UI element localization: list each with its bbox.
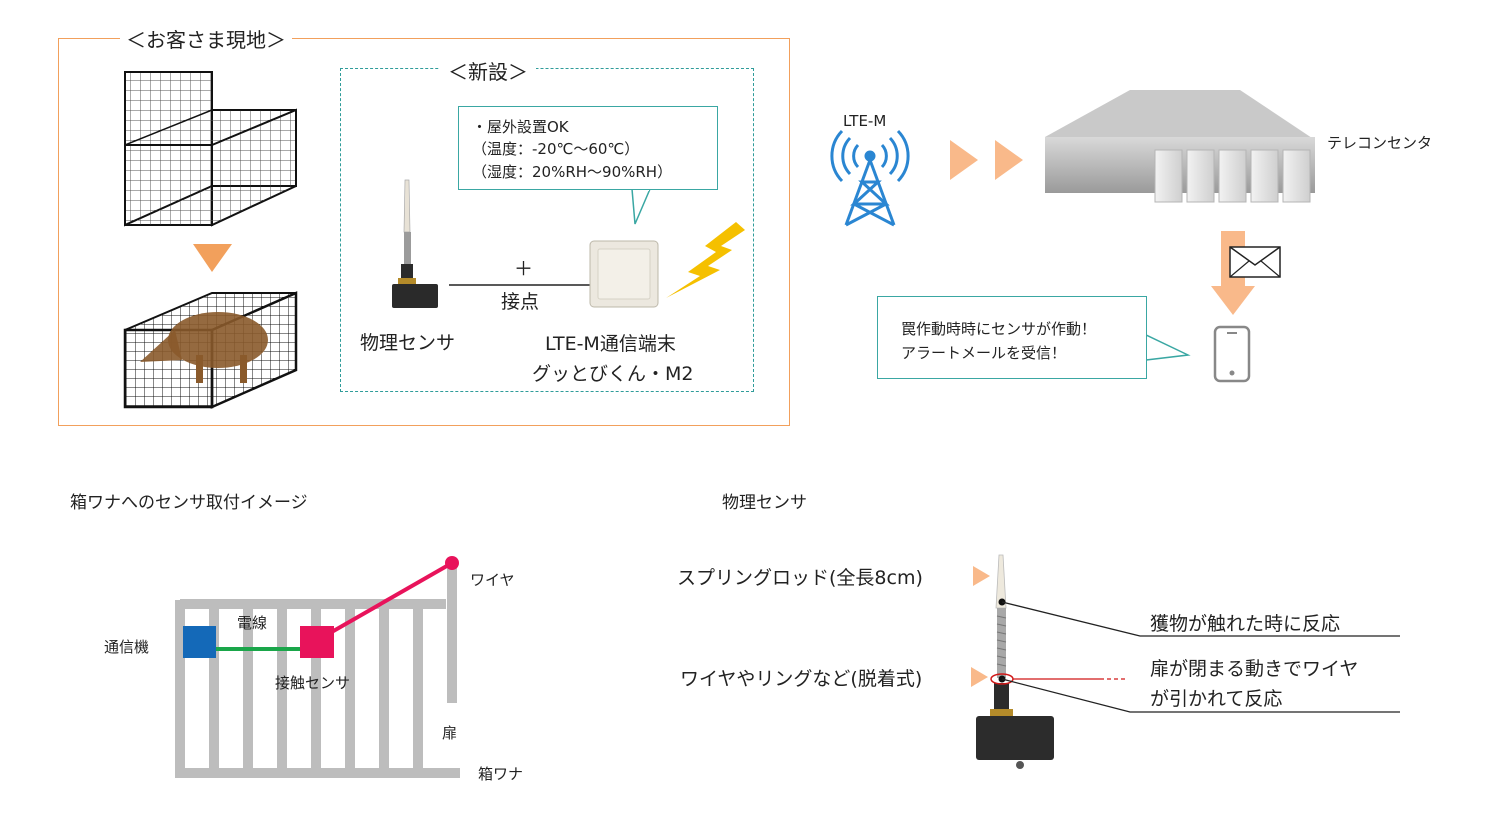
comm-unit-box — [183, 626, 216, 658]
spec-humidity: （湿度：20%RH～90%RH） — [472, 163, 673, 181]
contact-sensor-label: 接触センサ — [275, 674, 351, 692]
customer-site-frame — [58, 38, 790, 426]
boar-cage-icon — [123, 291, 298, 409]
spring-rod-label: スプリングロッド(全長8cm) — [677, 567, 923, 589]
reaction-2-line-2: が引かれて反応 — [1150, 688, 1283, 710]
sensor-photo — [976, 554, 1054, 769]
door-label: 扉 — [442, 724, 458, 742]
device-label-1: LTE-M通信端末 — [545, 333, 676, 355]
customer-site-title: ＜お客さま現地＞ — [120, 24, 292, 53]
physical-sensor-icon — [392, 179, 438, 308]
alert-line-2: アラートメールを受信！ — [901, 344, 1067, 362]
trap-section-title: 箱ワナへのセンサ取付イメージ — [70, 493, 308, 513]
spec-bubble — [458, 106, 718, 190]
wire-line — [315, 561, 453, 643]
ring-pointer-icon — [971, 667, 988, 687]
smartphone-icon — [1213, 325, 1251, 383]
sensor-label: 物理センサ — [360, 332, 456, 354]
telecon-center-label: テレコンセンタ — [1327, 134, 1433, 152]
wire-anchor-dot — [445, 556, 459, 570]
new-install-title: ＜新設＞ — [440, 56, 536, 85]
plus-label: ＋ — [514, 258, 534, 280]
contact-sensor-box — [300, 626, 334, 658]
spec-outdoor: ・屋外設置OK — [472, 118, 569, 136]
telecon-center-icon — [1045, 90, 1315, 203]
spec-temperature: （温度：-20℃～60℃） — [472, 140, 640, 158]
contact-label: 接点 — [501, 291, 540, 313]
wire-label: ワイヤ — [470, 571, 515, 589]
comm-unit-label: 通信機 — [104, 638, 150, 656]
lte-tower-icon — [830, 129, 910, 227]
cable-label: 電線 — [237, 614, 268, 632]
device-label-2: グッとびくん・M2 — [532, 363, 694, 385]
sensor-section-title: 物理センサ — [722, 493, 807, 513]
reaction-2-line-1: 扉が閉まる動きでワイヤ — [1150, 658, 1359, 680]
empty-cage-icon — [124, 71, 297, 227]
box-trap-label: 箱ワナ — [478, 765, 524, 783]
ring-leader-line — [1001, 678, 1400, 713]
arrow-right-icon-2 — [995, 140, 1023, 180]
lte-device-icon — [589, 240, 659, 308]
mail-icon — [1229, 246, 1281, 278]
box-trap-drawing — [175, 563, 460, 778]
rod-pointer-icon — [973, 566, 990, 586]
lightning-icon — [666, 222, 745, 298]
arrow-right-icon-1 — [950, 140, 978, 180]
alert-line-1: 罠作動時時にセンサが作動！ — [901, 320, 1097, 338]
alert-bubble — [877, 296, 1147, 379]
boar-icon — [140, 312, 268, 383]
new-install-frame — [340, 68, 754, 392]
rod-leader-line — [1001, 601, 1400, 637]
down-arrow-icon — [193, 244, 232, 272]
lte-label: LTE-M — [843, 112, 887, 130]
ring-label: ワイヤやリングなど(脱着式) — [680, 668, 923, 690]
reaction-1-label: 獲物が触れた時に反応 — [1150, 613, 1341, 635]
